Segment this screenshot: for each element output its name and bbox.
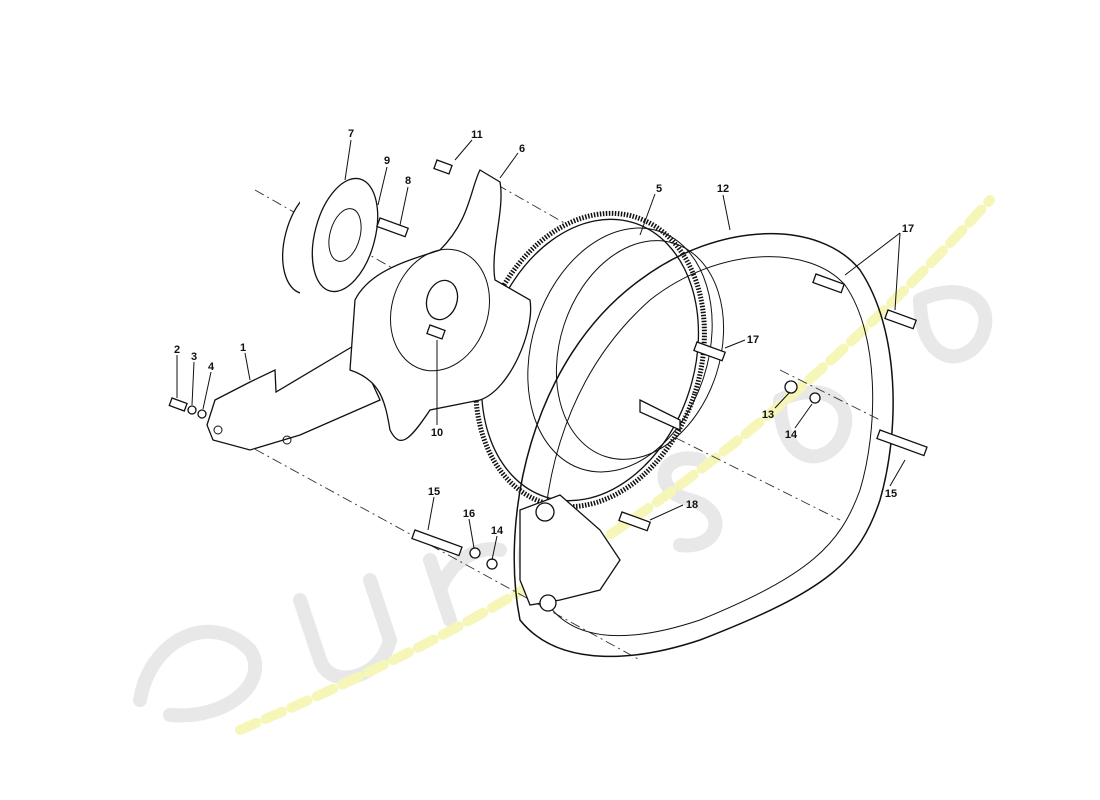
callout-17-center: 17 <box>747 334 759 346</box>
flywheel-ring-gear <box>473 210 725 510</box>
adapter-plate <box>513 232 894 658</box>
callout-3: 3 <box>191 351 197 363</box>
callout-10: 10 <box>431 427 443 439</box>
callout-11: 11 <box>471 129 483 141</box>
callout-1: 1 <box>240 342 246 354</box>
callout-5: 5 <box>656 183 662 195</box>
callout-6: 6 <box>519 143 525 155</box>
starter-boss <box>519 494 621 606</box>
bolts <box>168 159 928 570</box>
callout-12: 12 <box>717 183 729 195</box>
callout-4: 4 <box>208 361 215 373</box>
callout-7: 7 <box>348 128 354 140</box>
callout-14-lower: 14 <box>491 525 504 537</box>
drive-plate <box>349 169 532 442</box>
callout-17: 17 <box>902 223 914 235</box>
callout-2: 2 <box>174 344 180 356</box>
callout-13: 13 <box>762 409 774 421</box>
cover-plate <box>206 344 381 451</box>
crankshaft-spacer <box>282 175 379 300</box>
callout-15-lower: 15 <box>428 486 440 498</box>
shaft-key <box>639 398 681 432</box>
leader-lines <box>176 139 906 561</box>
callout-9: 9 <box>384 155 390 167</box>
callout-8: 8 <box>405 175 411 187</box>
callout-16: 16 <box>463 508 475 520</box>
callout-14: 14 <box>785 429 798 441</box>
callout-15: 15 <box>885 488 897 500</box>
callout-18: 18 <box>686 499 698 511</box>
